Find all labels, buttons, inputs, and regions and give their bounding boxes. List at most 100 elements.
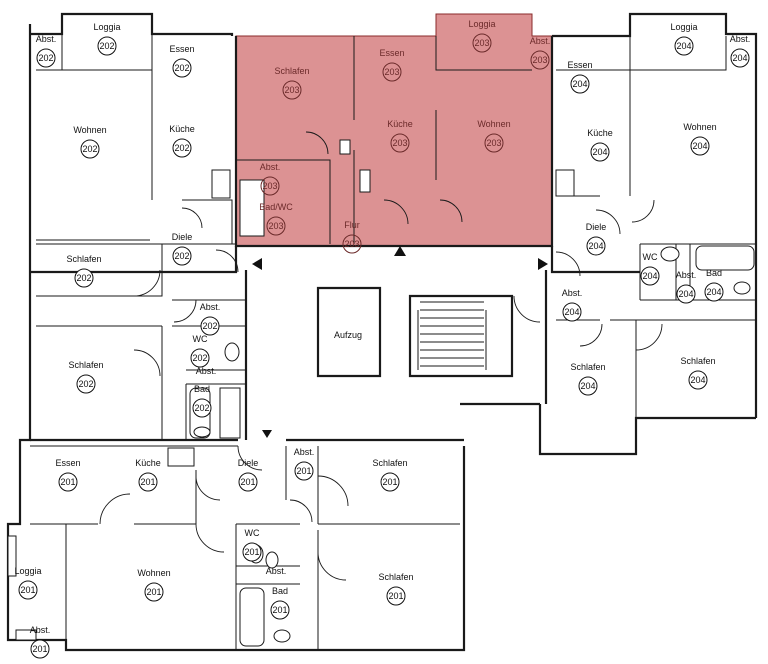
unit-203-walls — [236, 36, 532, 244]
room-wc204: WC 204 — [640, 252, 660, 286]
room-number-schlafen202a: 202 — [76, 273, 91, 283]
room-number-diele204: 204 — [588, 241, 603, 251]
room-label-schlafen203: Schlafen — [274, 66, 309, 76]
room-label-schlafen202a: Schlafen — [66, 254, 101, 264]
room-label-abst204c: Abst. — [562, 288, 583, 298]
room-label-bad204: Bad — [706, 268, 722, 278]
room-number-badge — [294, 461, 314, 481]
room-schlafen204a: Schlafen 204 — [570, 362, 606, 396]
room-number-kueche203: 203 — [392, 138, 407, 148]
room-label-essen203: Essen — [379, 48, 404, 58]
room-label-essen202: Essen — [169, 44, 194, 54]
room-label-essen201: Essen — [55, 458, 80, 468]
room-label-bad202: Bad — [194, 384, 210, 394]
room-number-wohnen202: 202 — [82, 144, 97, 154]
room-number-bad204: 204 — [706, 287, 721, 297]
unit-204-walls — [556, 36, 756, 418]
room-number-essen201: 201 — [60, 477, 75, 487]
room-number-essen204: 204 — [572, 79, 587, 89]
room-number-badge — [200, 316, 220, 336]
room-number-badge — [172, 246, 192, 266]
room-label-wc204: WC — [643, 252, 658, 262]
room-label-schlafen201b: Schlafen — [378, 572, 413, 582]
room-label-wohnen202: Wohnen — [73, 125, 106, 135]
room-number-badge — [590, 142, 610, 162]
room-number-badge — [172, 138, 192, 158]
room-label-essen204: Essen — [567, 60, 592, 70]
room-number-loggia201: 201 — [20, 585, 35, 595]
outer-walls — [6, 12, 758, 652]
room-number-badge — [342, 234, 362, 254]
room-abst201c: Abst. 201 — [30, 625, 51, 659]
room-number-badge — [530, 50, 550, 70]
room-number-badge — [674, 36, 694, 56]
room-label-schlafen201a: Schlafen — [372, 458, 407, 468]
room-number-diele201: 201 — [240, 477, 255, 487]
room-label-diele204: Diele — [586, 222, 607, 232]
room-number-badge — [238, 472, 258, 492]
doors — [99, 131, 663, 581]
staircase — [420, 301, 484, 367]
room-number-bad202: 202 — [194, 403, 209, 413]
room-number-abst202a: 202 — [38, 53, 53, 63]
room-number-badge — [30, 639, 50, 659]
room-number-badge — [690, 136, 710, 156]
room-number-badge — [386, 586, 406, 606]
room-essen204: Essen 204 — [567, 60, 593, 94]
room-wohnen202: Wohnen 202 — [73, 125, 107, 159]
room-number-badge — [192, 398, 212, 418]
room-number-kueche201: 201 — [140, 477, 155, 487]
room-number-badge — [640, 266, 660, 286]
room-number-badge — [676, 284, 696, 304]
room-number-loggia203: 203 — [474, 38, 489, 48]
room-label-abst201c: Abst. — [30, 625, 51, 635]
room-label-badwc203: Bad/WC — [259, 202, 293, 212]
room-label-abst202a: Abst. — [36, 34, 57, 44]
room-number-badge — [266, 216, 286, 236]
room-label-diele202: Diele — [172, 232, 193, 242]
room-number-wc204: 204 — [642, 271, 657, 281]
room-number-kueche202: 202 — [174, 143, 189, 153]
room-label-loggia204: Loggia — [670, 22, 697, 32]
room-label-schlafen202b: Schlafen — [68, 360, 103, 370]
room-number-abst203b: 203 — [262, 181, 277, 191]
room-number-abst201c: 201 — [32, 644, 47, 654]
room-number-badge — [570, 74, 590, 94]
room-label-schlafen204a: Schlafen — [570, 362, 605, 372]
room-kueche201: Küche 201 — [135, 458, 161, 492]
room-number-badge — [382, 62, 402, 82]
room-abst203a: Abst.203 — [530, 36, 550, 70]
room-label-wc202: WC — [193, 334, 208, 344]
room-number-badge — [562, 302, 582, 322]
room-number-wc202: 202 — [192, 353, 207, 363]
room-number-flur203: 203 — [344, 239, 359, 249]
room-number-badge — [380, 472, 400, 492]
room-number-badge — [730, 48, 750, 68]
elevator-label: Aufzug — [334, 330, 362, 340]
corridor-markers — [252, 246, 548, 438]
room-label-schlafen204b: Schlafen — [680, 356, 715, 366]
room-number-badge — [282, 80, 302, 100]
room-label-kueche202: Küche — [169, 124, 195, 134]
room-label-kueche201: Küche — [135, 458, 161, 468]
room-kueche202: Küche 202 — [169, 124, 195, 158]
room-labels: Loggia202Abst.202Essen202Wohnen202Küche2… — [14, 19, 750, 659]
room-number-kueche204: 204 — [592, 147, 607, 157]
room-number-badge — [58, 472, 78, 492]
room-number-schlafen204a: 204 — [580, 381, 595, 391]
room-diele204: Diele 204 — [586, 222, 607, 256]
